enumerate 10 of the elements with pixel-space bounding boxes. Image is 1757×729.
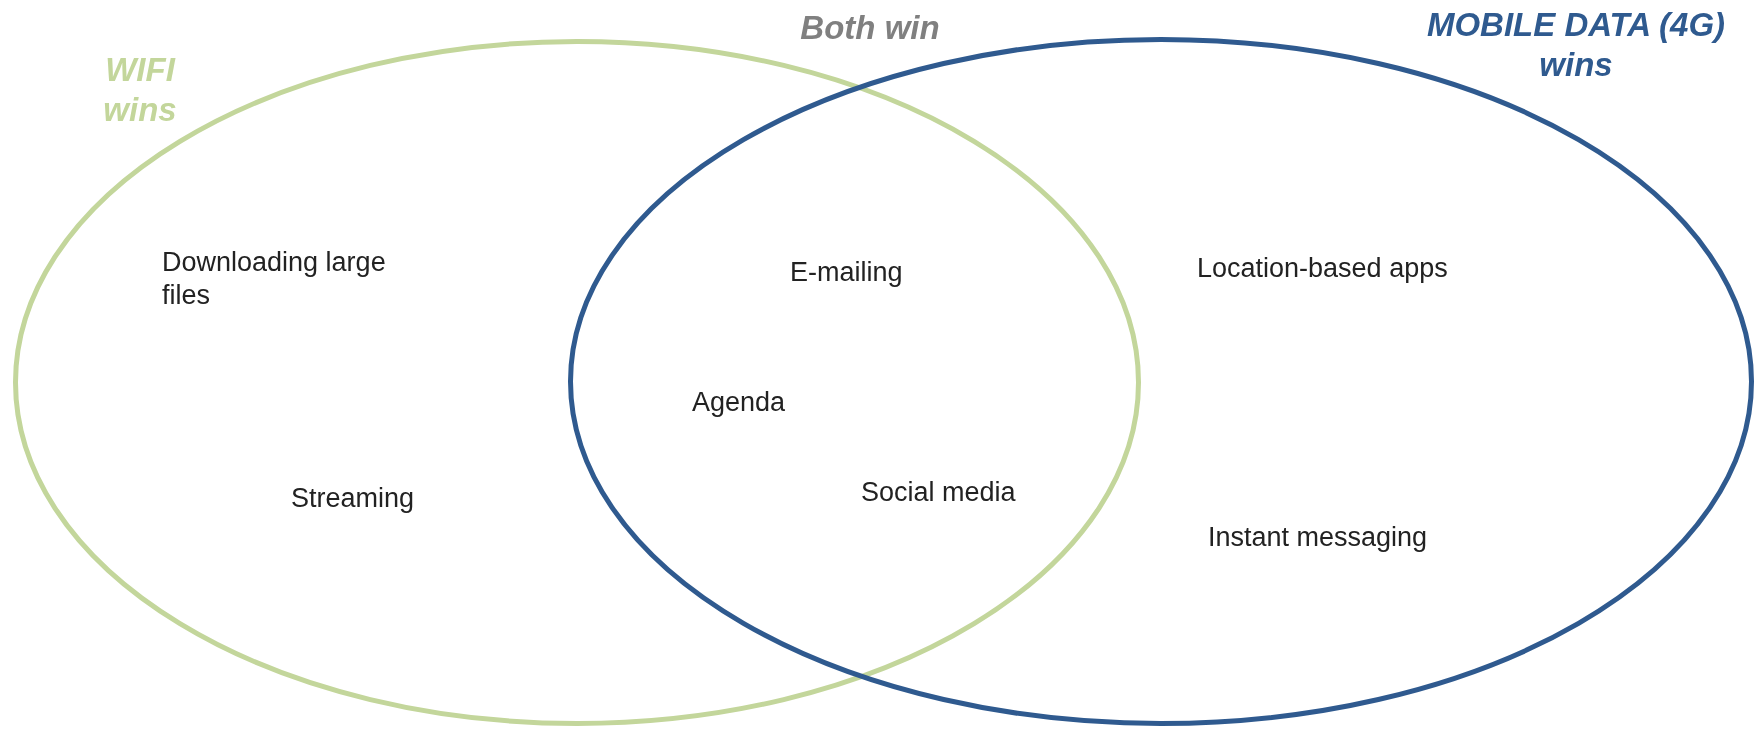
item-label: Location-based apps: [1197, 252, 1448, 285]
item-label: Downloading large files: [162, 246, 387, 312]
overlap-heading: Both win: [799, 8, 941, 48]
item-label: E-mailing: [790, 256, 903, 289]
set-heading: MOBILE DATA (4G) wins: [1425, 5, 1727, 85]
item-label: Instant messaging: [1208, 521, 1428, 554]
item-label: Streaming: [291, 482, 415, 515]
set-heading: WIFI wins: [102, 50, 178, 130]
item-label: Agenda: [692, 386, 786, 419]
item-label: Social media: [861, 476, 1016, 509]
